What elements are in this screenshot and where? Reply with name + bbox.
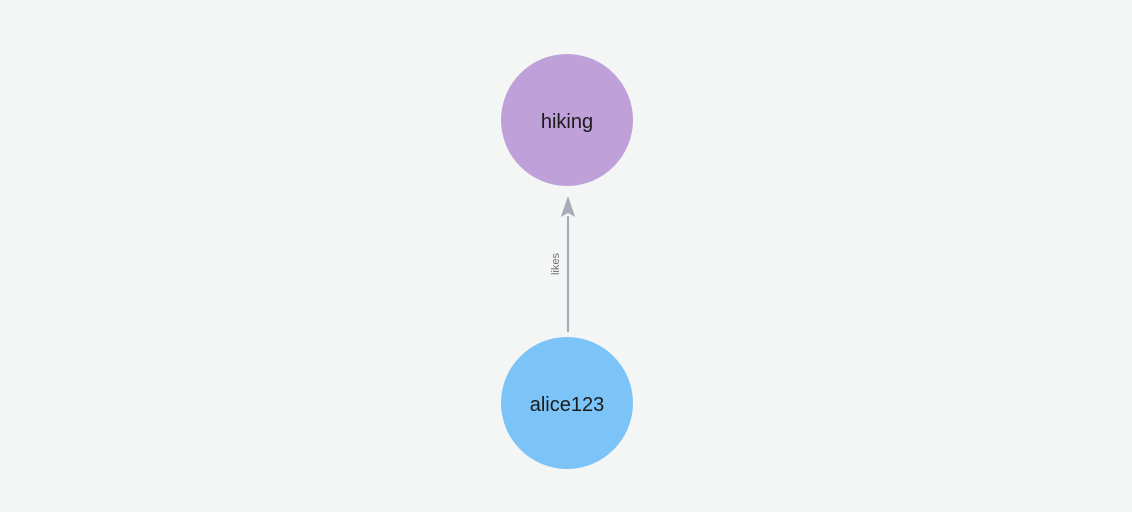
node-circle-hiking[interactable] bbox=[501, 54, 633, 186]
node-label-alice123: alice123 bbox=[530, 394, 605, 416]
edge-label-likes: likes bbox=[550, 253, 562, 276]
node-hiking[interactable]: hiking bbox=[501, 54, 633, 186]
node-circle-alice123[interactable] bbox=[501, 337, 633, 469]
arrowhead-icon bbox=[560, 196, 576, 217]
node-alice123[interactable]: alice123 bbox=[501, 337, 633, 469]
node-label-hiking: hiking bbox=[541, 111, 593, 133]
edge-group-alice123-likes-hiking[interactable]: likes bbox=[550, 196, 576, 332]
